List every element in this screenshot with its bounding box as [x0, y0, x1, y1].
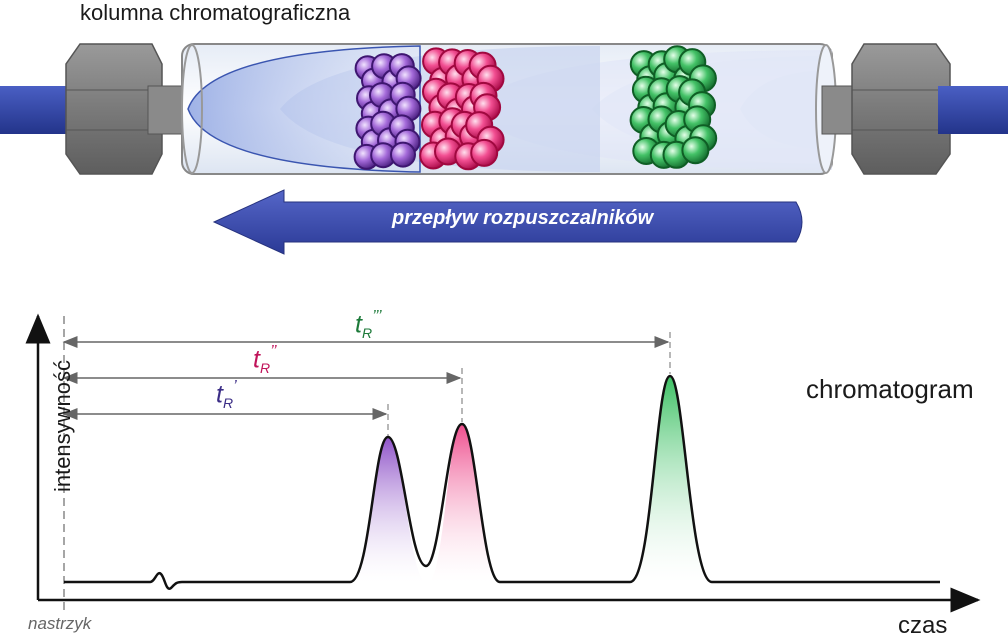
signal-trace [64, 374, 940, 590]
inlet-pipe [0, 86, 66, 134]
peak-fill-magenta [428, 424, 498, 582]
rt-primes: ’’ [270, 343, 277, 360]
analyte-bead [681, 136, 710, 165]
chromatogram-axes [25, 313, 981, 613]
analyte-band-magenta [419, 47, 505, 171]
peak-fill-purple [352, 437, 426, 582]
solvent-flow-arrow [212, 189, 803, 255]
outlet-pipe [938, 86, 1008, 134]
rt-symbol: t [216, 380, 223, 409]
right-fitting-nut [851, 43, 951, 175]
tube-end-left [181, 44, 203, 174]
analyte-band-green [629, 45, 718, 169]
right-fitting-collar [821, 85, 857, 135]
rt-subscript: R [361, 325, 373, 342]
rt-primes: ’ [233, 378, 237, 395]
column-title: kolumna chromatograficzna [80, 0, 351, 25]
retention-time-label-1: tR’ [216, 378, 237, 412]
injection-label: nastrzyk [28, 614, 92, 633]
rt-symbol: t [253, 345, 260, 374]
retention-time-label-2: tR’’ [253, 343, 277, 377]
chromatogram-trace [64, 374, 940, 590]
peak-fill-green [632, 376, 710, 582]
y-axis-label: intensywność [50, 359, 75, 493]
chromatography-column [0, 43, 1008, 175]
retention-time-markers [62, 332, 671, 436]
left-fitting-nut [65, 43, 163, 175]
analyte-bead [390, 141, 416, 168]
rt-symbol: t [355, 310, 362, 339]
analyte-band-purple [353, 53, 422, 170]
rt-subscript: R [259, 360, 271, 377]
retention-time-label-3: tR’’’ [355, 308, 382, 342]
flow-label: przepływ rozpuszczalników [392, 207, 654, 229]
x-axis-label: czas [898, 612, 948, 639]
rt-subscript: R [222, 395, 234, 412]
chromatogram-label: chromatogram [806, 374, 974, 404]
analyte-bead [470, 138, 499, 167]
rt-primes: ’’’ [372, 308, 382, 325]
left-fitting-collar [147, 85, 183, 135]
